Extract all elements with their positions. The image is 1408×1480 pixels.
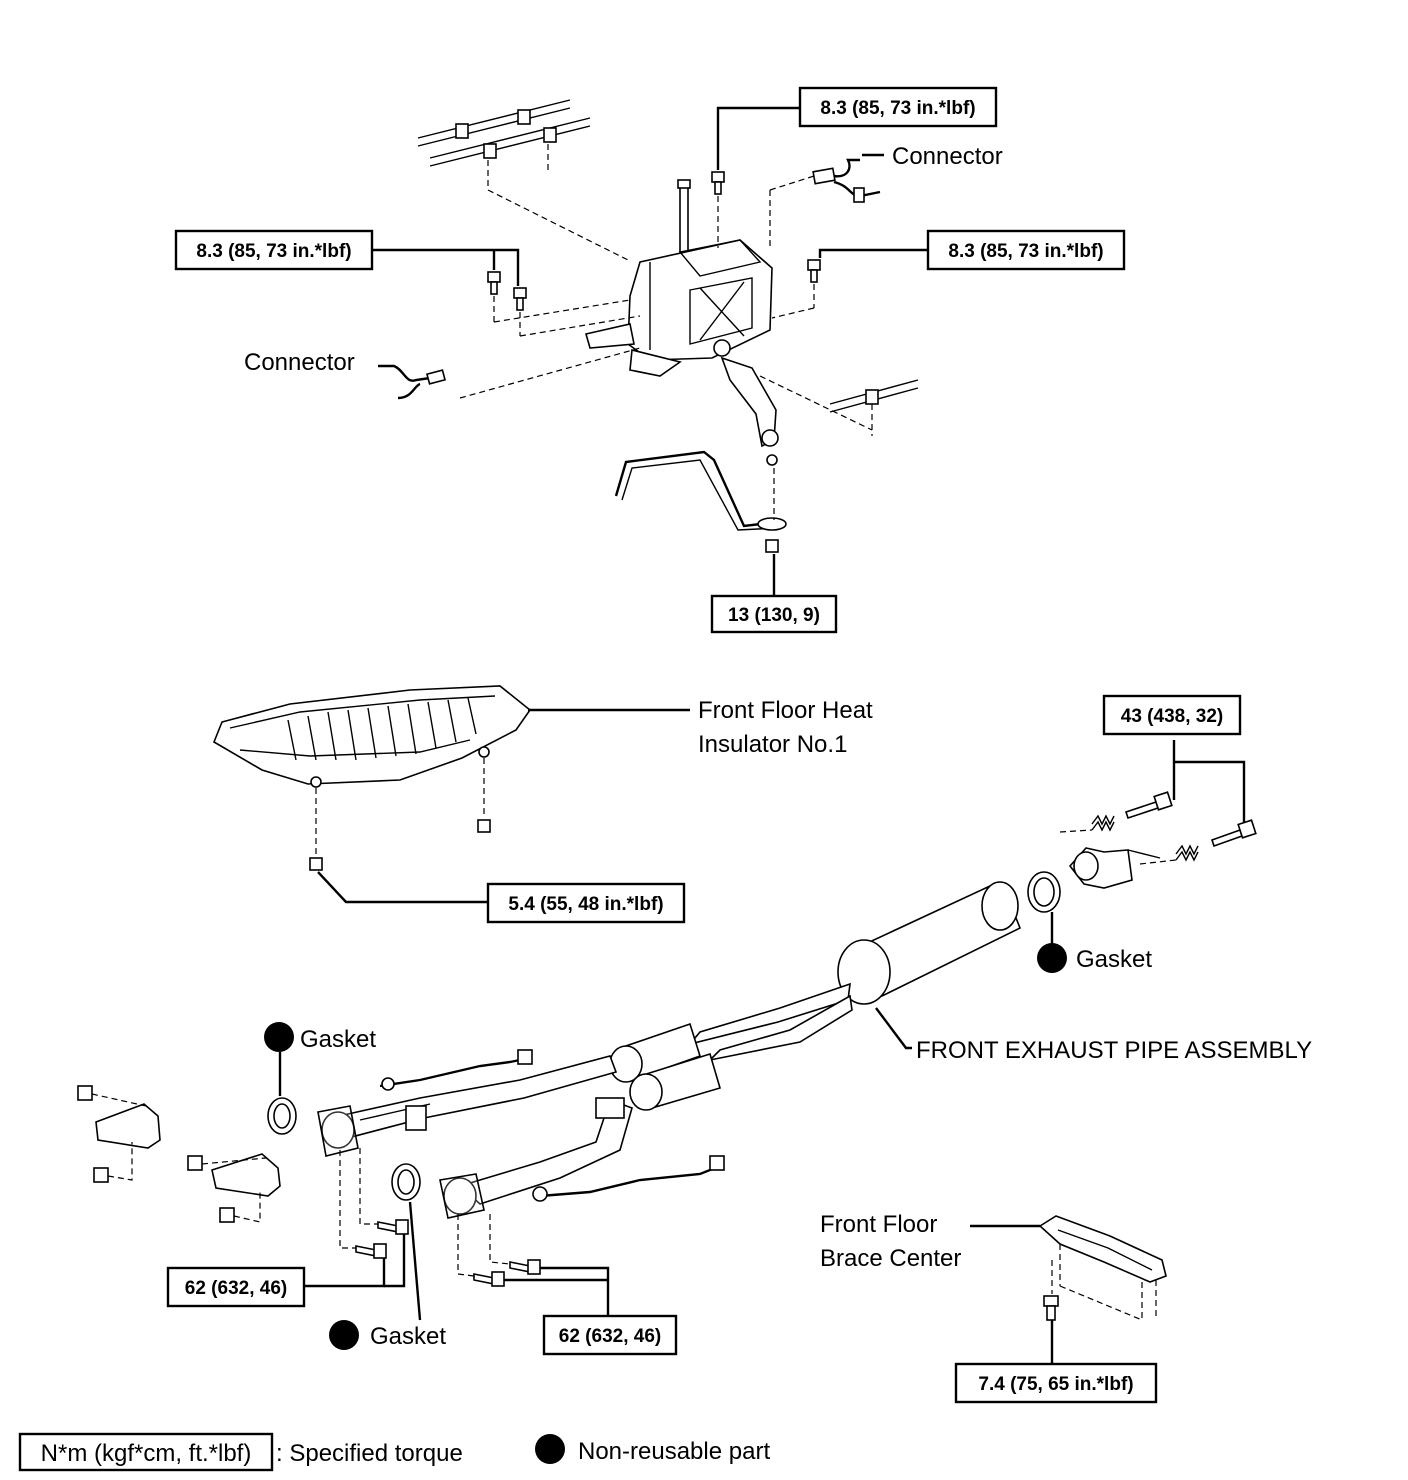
label-brace-1: Front Floor: [820, 1211, 937, 1238]
label-connector-left: Connector: [244, 349, 355, 376]
torque-box-rear-flange: 43 (438, 32): [1102, 694, 1242, 736]
torque-text-rear-flange: 43 (438, 32): [1121, 706, 1223, 727]
bolt-icon-shift-right: [807, 259, 821, 283]
bolt-icon-flange-2: [1210, 819, 1257, 848]
leader-front-exhaust: [875, 1007, 912, 1050]
spring-icon-2: [1175, 844, 1199, 862]
floor-rail-right: [829, 379, 919, 413]
torque-box-shift-right: 8.3 (85, 73 in.*lbf): [926, 229, 1126, 271]
bolt-icon-manifold-4: [509, 1259, 541, 1275]
heat-insulator-ribs: [287, 697, 477, 761]
torque-box-manifold-right: 62 (632, 46): [542, 1314, 678, 1356]
legend: N*m (kgf*cm, ft.*lbf) : Specified torque…: [18, 1432, 770, 1472]
torque-text-manifold-left: 62 (632, 46): [185, 1278, 287, 1299]
torque-box-shift-top: 8.3 (85, 73 in.*lbf): [798, 86, 998, 128]
bolt-icon-manifold-2: [377, 1219, 409, 1235]
bolt-icon-shift-left-1: [487, 271, 501, 295]
legend-torque-box: [18, 1432, 274, 1472]
leader-flange-2: [1174, 760, 1246, 822]
torque-box-manifold-left: 62 (632, 46): [166, 1266, 306, 1308]
leader-insulator-nut: [317, 871, 488, 904]
label-gasket-rear: Gasket: [1076, 946, 1152, 973]
torque-box-shift-left: 8.3 (85, 73 in.*lbf): [174, 229, 374, 271]
shift-lever-assembly: [584, 179, 779, 466]
bolt-icon-manifold-3: [473, 1271, 505, 1287]
torque-text-brace: 7.4 (75, 65 in.*lbf): [978, 1374, 1133, 1395]
floor-brace-part: [1038, 1215, 1167, 1322]
leader-manifold-left-2: [384, 1234, 406, 1288]
torque-box-insulator-nut: 5.4 (55, 48 in.*lbf): [486, 882, 686, 924]
heat-insulator-part: [213, 685, 532, 788]
torque-box-shift-rod: 13 (130, 9): [710, 594, 838, 634]
nonreusable-dot-gasket-left-bottom: [329, 1320, 359, 1350]
bolt-icon-shift-left-2: [513, 287, 527, 311]
torque-text-shift-left: 8.3 (85, 73 in.*lbf): [196, 241, 351, 262]
label-brace-2: Brace Center: [820, 1245, 961, 1272]
bolt-icon-shift-top: [711, 171, 725, 195]
torque-text-shift-rod: 13 (130, 9): [728, 605, 820, 626]
nonreusable-dot-gasket-left-top: [264, 1022, 294, 1052]
front-exhaust-pipe-part: [317, 881, 1022, 1219]
label-gasket-left-bottom: Gasket: [370, 1323, 446, 1350]
spring-icon-1: [1091, 814, 1115, 832]
connector-left-part: [378, 364, 447, 400]
label-heat-insulator-1: Front Floor Heat: [698, 697, 873, 724]
bolt-icon-flange-1: [1124, 791, 1173, 820]
torque-text-shift-top: 8.3 (85, 73 in.*lbf): [820, 98, 975, 119]
legend-nonreusable-dot: [535, 1434, 565, 1464]
gasket-ring-left-bottom: [391, 1163, 421, 1201]
leaders-shift: [372, 106, 928, 598]
torque-text-shift-right: 8.3 (85, 73 in.*lbf): [948, 241, 1103, 262]
leader-manifold-right-1: [540, 1266, 610, 1320]
torque-box-brace: 7.4 (75, 65 in.*lbf): [954, 1362, 1158, 1404]
torque-text-manifold-right: 62 (632, 46): [559, 1326, 661, 1347]
label-front-exhaust-pipe: FRONT EXHAUST PIPE ASSEMBLY: [916, 1037, 1312, 1064]
bolt-icon-manifold-1: [355, 1243, 387, 1259]
manifold-shield-1: [77, 1085, 161, 1183]
bolt-icon-brace: [1043, 1295, 1059, 1321]
torque-text-insulator-nut: 5.4 (55, 48 in.*lbf): [508, 894, 663, 915]
manifold-shield-2: [187, 1153, 281, 1223]
guides-shift: [459, 144, 873, 520]
legend-nonreusable-desc: Non-reusable part: [578, 1438, 770, 1465]
floor-rails-top: [417, 99, 591, 167]
rear-gasket-ring: [1027, 871, 1061, 913]
leader-manifold-left-1: [304, 1258, 386, 1288]
nonreusable-dot-rear-gasket: [1037, 943, 1067, 973]
label-connector-top: Connector: [892, 143, 1003, 170]
gasket-ring-left-top: [267, 1097, 297, 1135]
legend-torque-desc: : Specified torque: [276, 1440, 463, 1467]
leader-gasket-left-bottom: [408, 1201, 422, 1321]
shift-cable: [614, 450, 787, 553]
rear-flange-part: [1068, 847, 1161, 889]
nut-icon-insulator-1: [309, 857, 323, 871]
label-gasket-left-top: Gasket: [300, 1026, 376, 1053]
connector-top-part: [812, 158, 881, 203]
nut-icon-insulator-2: [477, 819, 491, 833]
legend-torque-box-text: N*m (kgf*cm, ft.*lbf): [41, 1440, 252, 1467]
label-heat-insulator-2: Insulator No.1: [698, 731, 847, 758]
